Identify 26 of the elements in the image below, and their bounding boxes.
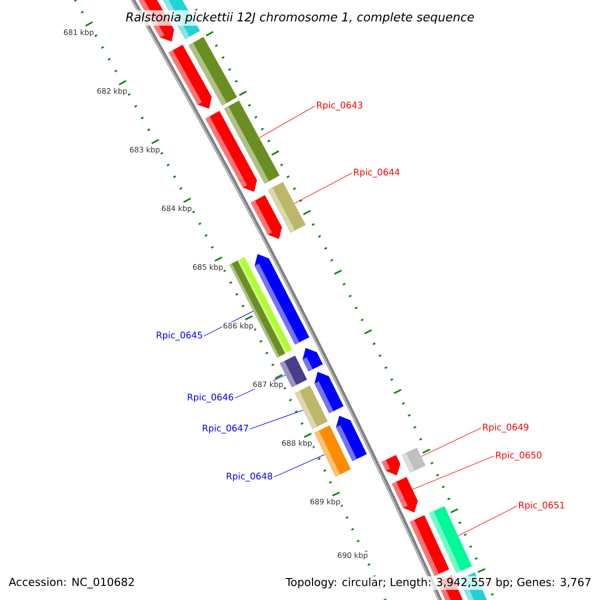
gene-label: Rpic_0649	[483, 424, 528, 432]
gene-bar	[224, 100, 280, 184]
leader-line	[259, 106, 316, 138]
leader-line	[412, 456, 494, 490]
genome-stats-text: Topology: circular; Length: 3,942,557 bp; Genes: 3,767	[284, 576, 593, 590]
gene-label: Rpic_0644	[354, 168, 400, 178]
gene-bar	[294, 386, 328, 429]
gene-label: Rpic_0643	[317, 102, 362, 110]
gene-bar	[268, 182, 306, 233]
gene-label: Rpic_0646	[188, 394, 234, 402]
gene-bar	[314, 425, 351, 477]
gene-label: Rpic_0648	[226, 472, 272, 482]
gene-label: Rpic_0645	[156, 332, 202, 340]
gene-label: Rpic_0651	[519, 502, 564, 510]
gene-label: Rpic_0647	[202, 424, 248, 434]
leader-line	[421, 428, 482, 457]
title: Ralstonia pickettii 12J chromosome 1, complete sequence	[124, 10, 476, 26]
leader-line	[274, 454, 325, 478]
leader-line	[458, 506, 518, 536]
gene-bar	[428, 506, 472, 574]
gene-label: Rpic_0650	[496, 452, 542, 460]
gene-bar	[392, 477, 418, 513]
accession-text: Accession: NC_010682	[7, 576, 136, 590]
leader-line	[250, 410, 304, 430]
gene-bar	[402, 448, 426, 473]
leader-line	[294, 172, 352, 204]
